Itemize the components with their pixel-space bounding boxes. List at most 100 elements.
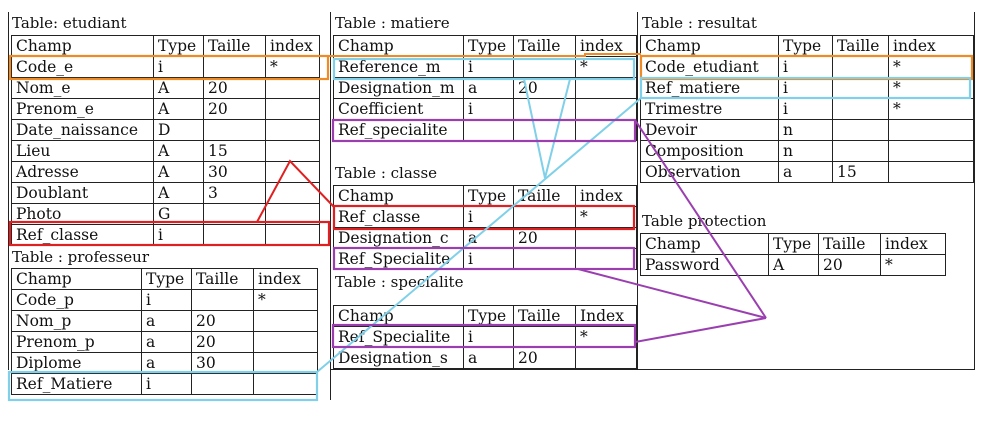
table-cell: a (141, 310, 192, 332)
table-cell: 3 (203, 182, 266, 204)
table-cell: a (141, 331, 192, 353)
table-cell: Coefficient (333, 98, 464, 120)
table-cell: Designation_c (333, 227, 464, 249)
column-header: Champ (640, 35, 779, 57)
column-header: Taille (191, 268, 254, 290)
table-cell: A (153, 140, 204, 162)
table-cell: * (575, 206, 637, 228)
table-cell: Password (640, 254, 769, 276)
table-cell: i (778, 98, 833, 120)
column-header: Taille (832, 35, 889, 57)
table-cell (832, 140, 889, 162)
table-cell: i (141, 373, 192, 395)
column-header: Type (768, 233, 819, 255)
table-cell (203, 56, 266, 78)
table-cell: Composition (640, 140, 779, 162)
table-cell: Ref_classe (333, 206, 464, 228)
table-cell: i (778, 56, 833, 78)
table-cell (513, 206, 576, 228)
column-header: Index (575, 305, 637, 327)
divider-1 (330, 12, 331, 400)
table-cell: 20 (203, 77, 266, 99)
column-header: Champ (333, 305, 464, 327)
column-header: Taille (513, 185, 576, 207)
table-cell: * (575, 326, 637, 348)
table-cell: n (778, 140, 833, 162)
table-cell: Code_e (11, 56, 154, 78)
table-cell: Lieu (11, 140, 154, 162)
caption-matiere: Table : matiere (335, 14, 450, 32)
table-cell (253, 310, 318, 332)
divider-2 (637, 12, 638, 370)
table-cell: Ref_specialite (333, 119, 464, 141)
table-cell (191, 373, 254, 395)
table-cell (575, 227, 637, 249)
table-cell: 15 (832, 161, 889, 183)
table-cell: Nom_e (11, 77, 154, 99)
table-cell: 20 (203, 98, 266, 120)
table-cell (575, 347, 637, 369)
column-header: index (265, 35, 320, 57)
column-header: Champ (333, 35, 464, 57)
table-cell (575, 248, 637, 270)
table-cell (575, 77, 637, 99)
table-cell: Doublant (11, 182, 154, 204)
table-cell: i (153, 56, 204, 78)
column-header: Type (778, 35, 833, 57)
table-cell: Ref_classe (11, 224, 154, 246)
table-cell: Designation_s (333, 347, 464, 369)
table-cell: i (141, 289, 192, 311)
table-cell: i (153, 224, 204, 246)
table-cell (253, 331, 318, 353)
table-cell: a (141, 352, 192, 374)
column-header: Taille (818, 233, 881, 255)
table-cell (265, 224, 320, 246)
table-cell: i (463, 98, 514, 120)
table-cell: i (463, 248, 514, 270)
table-cell: Nom_p (11, 310, 142, 332)
table-cell: Devoir (640, 119, 779, 141)
column-header: Type (463, 305, 514, 327)
table-cell: 20 (513, 77, 576, 99)
table-cell (832, 56, 889, 78)
table-cell (888, 140, 974, 162)
table-cell (888, 161, 974, 183)
column-header: index (253, 268, 318, 290)
table-cell: Prenom_p (11, 331, 142, 353)
table-cell: * (888, 56, 974, 78)
table-cell: Diplome (11, 352, 142, 374)
table-cell: a (778, 161, 833, 183)
table-cell: A (768, 254, 819, 276)
table-cell: 20 (818, 254, 881, 276)
table-cell (513, 326, 576, 348)
